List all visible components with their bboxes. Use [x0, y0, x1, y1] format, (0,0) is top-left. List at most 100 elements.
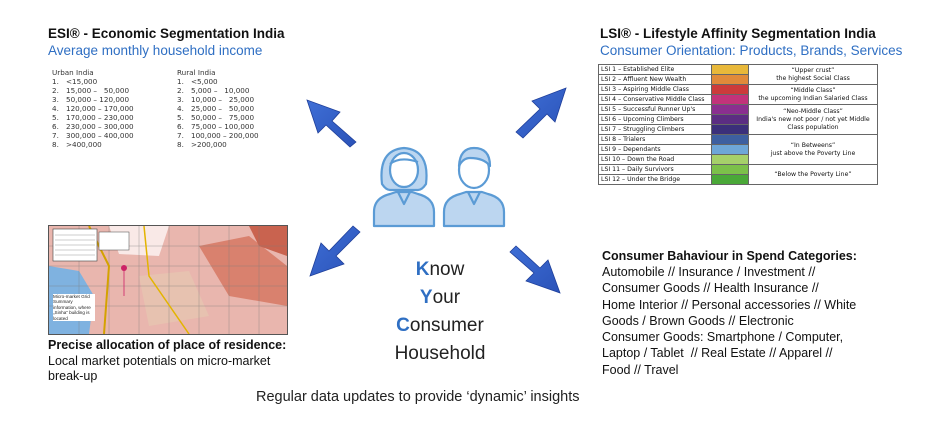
rural-income-rank: 6.	[177, 122, 184, 131]
rural-income-rank: 7.	[177, 131, 184, 140]
lsi-row: LSI 12 – Under the Bridge	[598, 174, 878, 185]
kyc-word-rest: onsumer	[409, 315, 484, 336]
consumer-behaviour-line: Food // Travel	[602, 362, 679, 377]
kyc-line: Consumer	[380, 312, 500, 340]
urban-income-range: 50,000 – 120,000	[66, 95, 130, 104]
rural-income-range: 75,000 – 100,000	[191, 122, 255, 131]
urban-income-range: >400,000	[66, 140, 102, 149]
micro-market-map: Micro-market Grid Summary information, w…	[48, 225, 288, 335]
consumer-behaviour-title: Consumer Bahaviour in Spend Categories:	[602, 249, 857, 263]
lsi-row: LSI 5 – Successful Runner Up's“Neo-Middl…	[598, 104, 878, 135]
consumer-behaviour-line: Consumer Goods // Health Insurance //	[602, 281, 819, 296]
arrow-to-lsi	[515, 87, 567, 139]
urban-income-row: 4. 120,000 – 170,000	[52, 104, 144, 113]
precise-allocation-text: Precise allocation of place of residence…	[48, 338, 298, 385]
precise-allocation-rest: Local market potentials on micro-market …	[48, 353, 271, 384]
lsi-row: LSI 3 – Aspiring Middle Class“Middle Cla…	[598, 84, 878, 105]
footer-text: Regular data updates to provide ‘dynamic…	[256, 389, 580, 405]
rural-income-row: 6. 75,000 – 100,000	[177, 122, 269, 131]
lsi-title: LSI® - Lifestyle Affinity Segmentation I…	[600, 26, 876, 41]
rural-income-range: <5,000	[191, 77, 218, 86]
arrow-to-consumer	[509, 245, 561, 294]
urban-income-rank: 6.	[52, 122, 59, 131]
lsi-row: LSI 8 – Trialers“In Betweens”just above …	[598, 134, 878, 165]
consumer-behaviour-line: Consumer Goods: Smartphone / Computer,	[602, 330, 844, 345]
kyc-word-rest: our	[432, 287, 461, 308]
rural-income-rank: 4.	[177, 104, 184, 113]
rural-income-rank: 2.	[177, 86, 184, 95]
consumer-behaviour-line: Goods / Brown Goods // Electronic	[602, 313, 794, 328]
urban-heading: Urban India	[52, 68, 94, 77]
lsi-group-note: “Below the Poverty Line”	[748, 164, 878, 185]
rural-income-row: 8. >200,000	[177, 140, 269, 149]
rural-income-range: >200,000	[191, 140, 227, 149]
urban-income-row: 8. >400,000	[52, 140, 144, 149]
rural-income-range: 100,000 – 200,000	[191, 131, 259, 140]
rural-income-rank: 8.	[177, 140, 184, 149]
consumer-behaviour-body: Automobile // Insurance / Investment // C…	[602, 264, 902, 378]
urban-income-rank: 5.	[52, 113, 59, 122]
urban-income-row: 3. 50,000 – 120,000	[52, 95, 144, 104]
rural-income-rank: 3.	[177, 95, 184, 104]
kyc-line: Your	[380, 284, 500, 312]
arrow-to-esi	[306, 99, 357, 148]
urban-income-row: 2. 15,000 – 50,000	[52, 86, 144, 95]
urban-income-range: 170,000 – 230,000	[66, 113, 134, 122]
rural-income-row: 3. 10,000 – 25,000	[177, 95, 269, 104]
kyc-line: Household	[380, 340, 500, 368]
urban-income-rank: 2.	[52, 86, 59, 95]
lsi-table: LSI 1 – Established Elite“Upper crust”th…	[598, 64, 878, 185]
lsi-row: LSI 11 – Daily Survivors“Below the Pover…	[598, 164, 878, 185]
rural-income-row: 5. 50,000 – 75,000	[177, 113, 269, 122]
urban-income-row: 5. 170,000 – 230,000	[52, 113, 144, 122]
rural-income-row: 4. 25,000 – 50,000	[177, 104, 269, 113]
urban-income-row: 6. 230,000 – 300,000	[52, 122, 144, 131]
lsi-table-wrapper: LSI 1 – Established Elite“Upper crust”th…	[598, 64, 878, 185]
kyc-line: Know	[380, 256, 500, 284]
urban-income-range: 230,000 – 300,000	[66, 122, 134, 131]
rural-income-row: 2. 5,000 – 10,000	[177, 86, 269, 95]
urban-income-row: 7. 300,000 – 400,000	[52, 131, 144, 140]
arrow-to-map	[309, 225, 361, 277]
lsi-subtitle: Consumer Orientation: Products, Brands, …	[600, 43, 903, 58]
urban-income-range: <15,000	[66, 77, 98, 86]
lsi-row: LSI 1 – Established Elite“Upper crust”th…	[598, 64, 878, 85]
rural-income-row: 1. <5,000	[177, 77, 269, 86]
rural-income-range: 10,000 – 25,000	[191, 95, 255, 104]
lsi-color-swatch	[711, 174, 749, 185]
consumer-household-icon	[372, 146, 506, 228]
urban-income-row: 1. <15,000	[52, 77, 144, 86]
urban-income-rank: 3.	[52, 95, 59, 104]
rural-income-range: 5,000 – 10,000	[191, 86, 250, 95]
lsi-group-note: “Middle Class”the upcoming Indian Salari…	[748, 84, 878, 105]
kyc-initial: Y	[419, 287, 433, 308]
rural-income-range: 50,000 – 75,000	[191, 113, 255, 122]
precise-allocation-bold: Precise allocation of place of residence…	[48, 338, 287, 352]
rural-income-rank: 5.	[177, 113, 184, 122]
rural-income-list: Rural India 1. <5,000 2. 5,000 – 10,000 3. 10…	[177, 68, 269, 149]
urban-income-rank: 7.	[52, 131, 59, 140]
rural-income-range: 25,000 – 50,000	[191, 104, 255, 113]
urban-income-range: 120,000 – 170,000	[66, 104, 134, 113]
rural-income-row: 7. 100,000 – 200,000	[177, 131, 269, 140]
rural-heading: Rural India	[177, 68, 216, 77]
lsi-group-note: “Neo-Middle Class”India's new not poor /…	[748, 104, 878, 135]
urban-income-rank: 8.	[52, 140, 59, 149]
urban-income-range: 15,000 – 50,000	[66, 86, 130, 95]
consumer-behaviour-line: Laptop / Tablet // Real Estate // Appare…	[602, 346, 833, 361]
esi-title: ESI® - Economic Segmentation India	[48, 26, 285, 41]
consumer-behaviour-line: Automobile // Insurance / Investment //	[602, 265, 816, 279]
consumer-behaviour-line: Home Interior // Personal accessories //…	[602, 297, 857, 312]
kyc-word-rest: now	[429, 259, 465, 280]
urban-income-rank: 4.	[52, 104, 59, 113]
urban-income-range: 300,000 – 400,000	[66, 131, 134, 140]
urban-income-rank: 1.	[52, 77, 59, 86]
kyc-word-rest: Household	[394, 343, 486, 364]
esi-subtitle: Average monthly household income	[48, 43, 263, 58]
rural-income-rank: 1.	[177, 77, 184, 86]
kyc-initial: C	[396, 315, 410, 336]
lsi-group-note: “In Betweens”just above the Poverty Line	[748, 134, 878, 165]
kyc-initial: K	[415, 259, 430, 280]
